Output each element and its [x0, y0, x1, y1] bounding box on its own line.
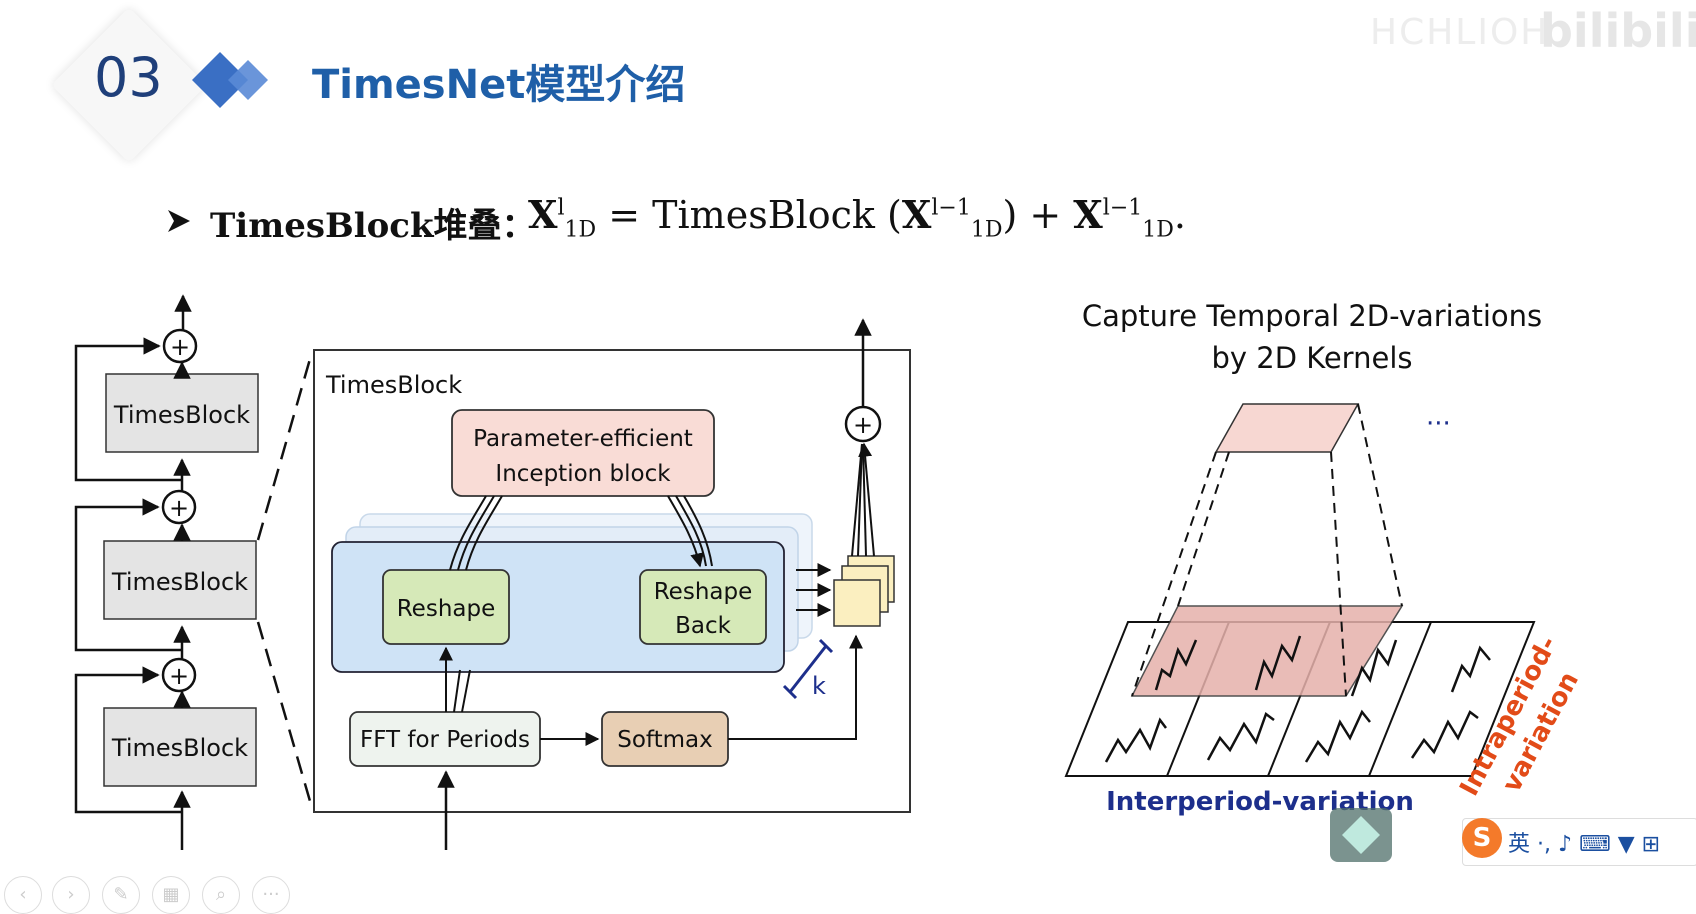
- ime-controls[interactable]: 英 ·, ♪ ⌨ ▼ ⊞: [1508, 832, 1661, 857]
- formula-lhs-sup: l: [557, 195, 565, 221]
- stack-adder-1: [162, 328, 198, 364]
- stack-block-2: [103, 540, 257, 620]
- formula-eq: = TimesBlock (: [596, 193, 902, 237]
- stack-adder-3-symbol: +: [169, 662, 189, 690]
- reshape-label: Reshape: [397, 596, 496, 622]
- formula-res-sup: l−1: [1102, 195, 1143, 221]
- section-number: 03: [94, 46, 163, 109]
- more-options-button[interactable]: ···: [252, 876, 290, 914]
- stack-block-3-label: TimesBlock: [111, 734, 248, 762]
- bilibili-logo: bilibili: [1540, 4, 1696, 58]
- zoom-button[interactable]: ⌕: [202, 876, 240, 914]
- k-indicator: [788, 645, 828, 693]
- reshape-back-line1: Reshape: [654, 579, 753, 605]
- stack-adder-2: [161, 489, 197, 525]
- formula-res: X: [1073, 192, 1103, 237]
- reshape-back-line2: Back: [675, 613, 732, 639]
- formula-arg-sup: l−1: [931, 195, 971, 221]
- slide-grid-button[interactable]: ▦: [152, 876, 190, 914]
- formula-lhs: X: [528, 192, 558, 237]
- output-square-1: [833, 579, 881, 627]
- next-slide-button[interactable]: ›: [52, 876, 90, 914]
- timesblock-frame-title: TimesBlock: [325, 371, 462, 399]
- inception-block: [451, 409, 715, 497]
- zoom-line-bottom: [256, 621, 314, 809]
- page-title: TimesNet模型介绍: [312, 62, 686, 108]
- detail-adder-symbol: +: [853, 411, 873, 439]
- stack-block-2-label: TimesBlock: [111, 568, 248, 596]
- formula-lhs-sub: 1D: [564, 217, 597, 243]
- right-title-line1: Capture Temporal 2D-variations: [1082, 299, 1542, 333]
- reshape-box: [382, 569, 510, 645]
- stack-block-1-label: TimesBlock: [113, 401, 250, 429]
- zoom-line-top: [256, 351, 314, 541]
- stack-diagram: TimesBlock + TimesBlock + TimesBlock +: [74, 294, 314, 850]
- inception-line1: Parameter-efficient: [473, 426, 693, 452]
- softmax-label: Softmax: [617, 727, 713, 753]
- stack-block-1: [105, 373, 259, 453]
- stack-adder-2-symbol: +: [169, 494, 189, 522]
- stack-adder-1-symbol: +: [170, 333, 190, 361]
- formula-res-sub: 1D: [1142, 217, 1174, 243]
- formula-end: .: [1173, 193, 1186, 237]
- right-title-line2: by 2D Kernels: [1211, 341, 1412, 375]
- timesblock-detail: TimesBlock Parameter-efficient Inception…: [313, 318, 911, 850]
- kernel-output-patch: [1214, 403, 1360, 453]
- pen-tool-button[interactable]: ✎: [102, 876, 140, 914]
- ime-logo-icon[interactable]: S: [1462, 818, 1502, 858]
- formula-arg-sub: 1D: [970, 217, 1003, 243]
- ellipsis: ···: [1426, 409, 1451, 439]
- bullet-label: TimesBlock堆叠：: [210, 206, 536, 246]
- formula-plus: ) +: [1002, 193, 1074, 237]
- stack-adder-3: [161, 657, 197, 693]
- reshape-back-box: [639, 569, 767, 645]
- prev-slide-button[interactable]: ‹: [4, 876, 42, 914]
- formula-arg: X: [901, 192, 932, 237]
- k-label: k: [812, 672, 826, 700]
- inception-line2: Inception block: [495, 461, 671, 487]
- diamond-icon: [192, 52, 268, 108]
- arrow-bullet-icon: [168, 210, 190, 232]
- stacking-formula: Xl1D = TimesBlock (Xl−11D) + Xl−11D.: [528, 192, 1186, 243]
- fft-label: FFT for Periods: [360, 727, 530, 753]
- watermark-text: HCHLIOH: [1370, 12, 1550, 53]
- kernel-diagram: Capture Temporal 2D-variations by 2D Ker…: [1064, 299, 1585, 862]
- stack-block-3: [103, 707, 257, 787]
